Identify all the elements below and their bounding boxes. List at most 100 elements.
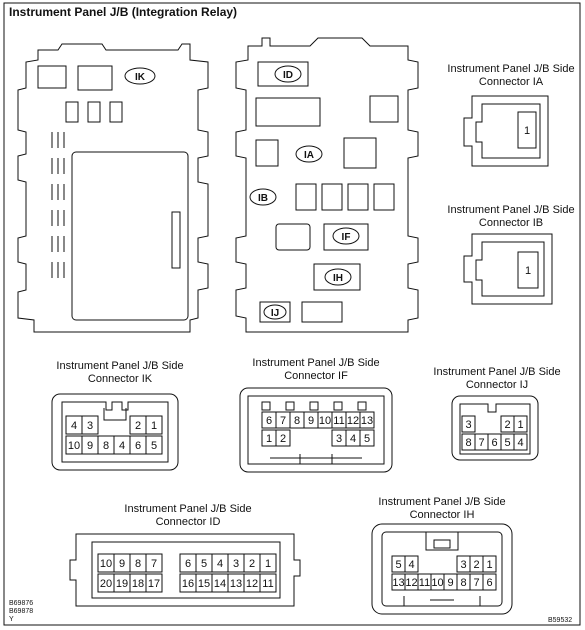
id-pin-4: 4: [217, 558, 223, 570]
connector-ia: 1: [463, 95, 549, 167]
figure-code-3: Y: [9, 616, 14, 623]
caption-ia: Instrument Panel J/B Side Connector IA: [440, 63, 582, 89]
label-id: ID: [283, 70, 293, 81]
id-cell-lb-3: [145, 573, 163, 593]
ih-cell-top-1: [404, 555, 419, 573]
ih-pin-7: 7: [473, 577, 479, 589]
caption-ik-line2: Connector IK: [87, 373, 153, 385]
page-title: Instrument Panel J/B (Integration Relay): [9, 5, 238, 19]
label-ih: IH: [333, 273, 343, 284]
ih-pin-13: 13: [392, 577, 404, 589]
if-cell-bottom-7: [359, 429, 375, 447]
caption-ib: Instrument Panel J/B Side Connector IB: [440, 204, 582, 230]
ik-pin-2: 2: [135, 420, 141, 432]
label-ij: IJ: [271, 308, 279, 319]
if-pin-4: 4: [350, 433, 356, 445]
id-pin-20: 20: [100, 578, 112, 590]
ih-pin-3: 3: [460, 559, 466, 571]
ik-cell-top-1: [81, 415, 99, 435]
connector-ib: 1: [463, 233, 553, 305]
ik-cell-top-5: [145, 415, 163, 435]
ij-pin-6: 6: [491, 437, 497, 449]
ik-pin-6: 6: [135, 440, 141, 452]
ik-pin-8: 8: [103, 440, 109, 452]
id-cell-lt-3: [145, 553, 163, 573]
ia-marker: [295, 145, 323, 163]
ih-pin-9: 9: [447, 577, 453, 589]
caption-if: Instrument Panel J/B Side Connector IF: [244, 357, 388, 383]
caption-ik-line1: Instrument Panel J/B Side: [56, 360, 184, 372]
caption-id: Instrument Panel J/B Side Connector ID: [116, 503, 260, 529]
if-pin-8: 8: [294, 415, 300, 427]
ik-pin-1: 1: [151, 420, 157, 432]
id-pin-6: 6: [185, 558, 191, 570]
jb-right-body: ID IA IB IF IH IJ: [235, 37, 419, 333]
id-pin-8: 8: [135, 558, 141, 570]
id-pin-3: 3: [233, 558, 239, 570]
id-pin-2: 2: [249, 558, 255, 570]
caption-id-line1: Instrument Panel J/B Side: [124, 503, 252, 515]
ih-pin-1: 1: [486, 559, 492, 571]
caption-if-line2: Connector IF: [284, 370, 348, 382]
if-pin-10: 10: [319, 415, 331, 427]
if-cell-top-7: [359, 411, 375, 429]
id-pin-14: 14: [214, 578, 226, 590]
id-pin-12: 12: [246, 578, 258, 590]
ij-marker: [263, 304, 287, 320]
caption-ih: Instrument Panel J/B Side Connector IH: [370, 496, 514, 522]
if-pin-3: 3: [336, 433, 342, 445]
if-cell-bottom-1: [275, 429, 291, 447]
caption-id-line2: Connector ID: [155, 516, 221, 528]
caption-ij-line2: Connector IJ: [465, 379, 529, 391]
id-cell-rb-5: [259, 573, 277, 593]
caption-ij-line1: Instrument Panel J/B Side: [433, 366, 561, 378]
ih-pin-4: 4: [408, 559, 414, 571]
if-pin-5: 5: [364, 433, 370, 445]
if-pin-9: 9: [308, 415, 314, 427]
ik-cell-bottom-5: [145, 435, 163, 455]
ik-pin-3: 3: [87, 420, 93, 432]
ik-pin-4: 4: [71, 420, 77, 432]
ij-pin-3: 3: [465, 419, 471, 431]
label-ib: IB: [258, 193, 268, 204]
ih-pin-10: 10: [431, 577, 443, 589]
ih-pin-8: 8: [460, 577, 466, 589]
ik-pin-9: 9: [87, 440, 93, 452]
ib-marker: [249, 188, 277, 206]
label-ik: IK: [135, 72, 146, 83]
caption-ib-line2: Connector IB: [478, 217, 544, 229]
if-marker: [332, 227, 360, 245]
caption-ia-line1: Instrument Panel J/B Side: [447, 63, 575, 75]
id-pin-15: 15: [198, 578, 210, 590]
caption-ih-line2: Connector IH: [409, 509, 475, 521]
ij-cell-top-0: [461, 415, 476, 433]
id-pin-17: 17: [148, 578, 160, 590]
ij-pin-4: 4: [517, 437, 523, 449]
caption-ik: Instrument Panel J/B Side Connector IK: [48, 360, 192, 386]
id-pin-1: 1: [265, 558, 271, 570]
ih-pin-11: 11: [419, 577, 430, 589]
ij-cell-bottom-4: [513, 433, 528, 451]
id-cell-rt-5: [259, 553, 277, 573]
ih-pin-2: 2: [473, 559, 479, 571]
ij-pin-1: 1: [517, 419, 523, 431]
caption-ij: Instrument Panel J/B Side Connector IJ: [426, 366, 568, 392]
id-pin-5: 5: [201, 558, 207, 570]
if-pin-2: 2: [280, 433, 286, 445]
id-pin-7: 7: [151, 558, 157, 570]
ih-cell-bottom-7: [482, 573, 497, 591]
figure-code-1: B69876: [9, 600, 34, 607]
ij-pin-2: 2: [504, 419, 510, 431]
caption-if-line1: Instrument Panel J/B Side: [252, 357, 380, 369]
if-pin-1: 1: [266, 433, 272, 445]
